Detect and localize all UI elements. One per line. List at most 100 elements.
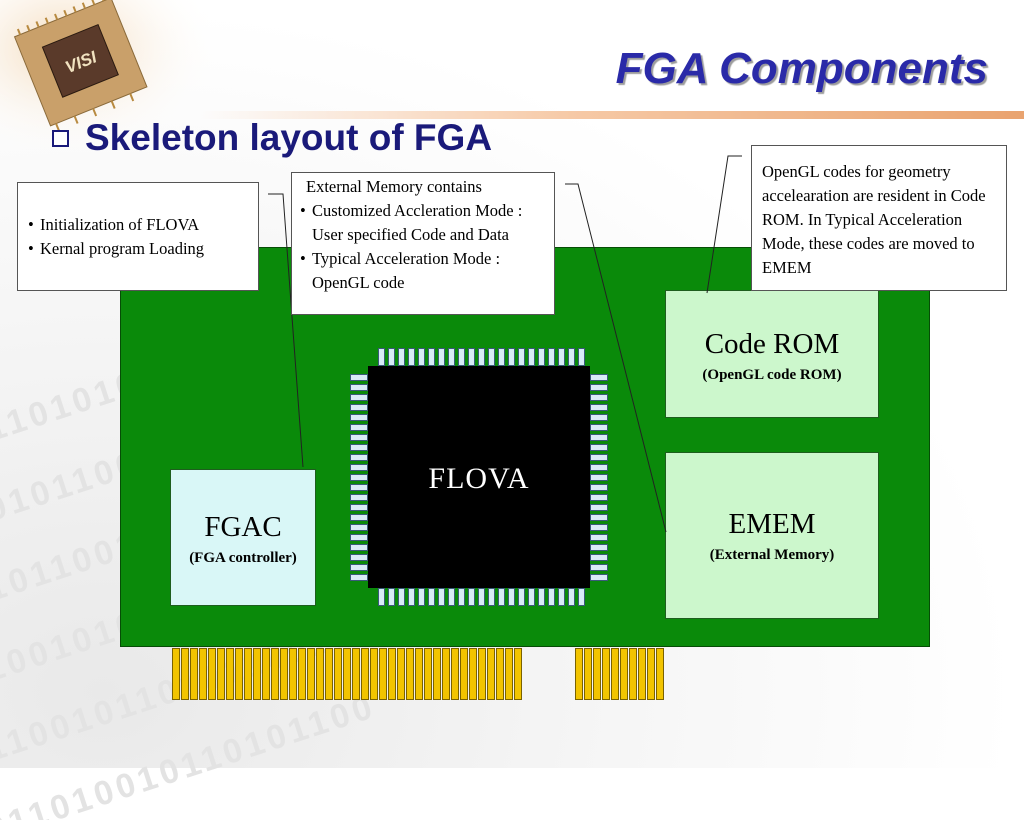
rom-callout: OpenGL codes for geometry accelearation …	[751, 145, 1007, 291]
connector-pin	[647, 648, 655, 700]
chip-lead	[590, 464, 608, 471]
connector-pin	[262, 648, 270, 700]
connector-pin	[433, 648, 441, 700]
emem-callout: External Memory contains Customized Accl…	[291, 172, 555, 315]
connector-pin	[406, 648, 414, 700]
connector-pin	[424, 648, 432, 700]
connector-pin	[620, 648, 628, 700]
connector-pin	[584, 648, 592, 700]
connector-pin	[388, 648, 396, 700]
chip-lead	[508, 348, 515, 366]
connector-pin	[190, 648, 198, 700]
emem-label: EMEM	[728, 508, 816, 540]
chip-lead	[590, 554, 608, 561]
chip-lead	[438, 348, 445, 366]
chip-lead	[378, 348, 385, 366]
chip-lead	[468, 348, 475, 366]
connector-pin	[397, 648, 405, 700]
chip-lead	[548, 588, 555, 606]
connector-pin	[280, 648, 288, 700]
connector-pin	[343, 648, 351, 700]
chip-lead	[408, 588, 415, 606]
connector-pin	[307, 648, 315, 700]
chip-lead	[350, 514, 368, 521]
chip-lead	[590, 394, 608, 401]
fgac-label: FGAC	[204, 511, 282, 543]
chip-lead	[350, 454, 368, 461]
chip-lead	[468, 588, 475, 606]
vlsi-chip-logo: VISI	[0, 0, 220, 160]
chip-lead	[378, 588, 385, 606]
chip-lead	[590, 574, 608, 581]
chip-lead	[590, 494, 608, 501]
connector-pin	[289, 648, 297, 700]
chip-lead	[438, 588, 445, 606]
edge-connector-left	[172, 648, 523, 700]
chip-lead	[388, 348, 395, 366]
chip-lead	[590, 474, 608, 481]
fgac-callout-list: Initialization of FLOVA Kernal program L…	[28, 213, 250, 261]
chip-lead	[528, 348, 535, 366]
chip-lead	[590, 404, 608, 411]
connector-pin	[478, 648, 486, 700]
code-rom-label: Code ROM	[704, 328, 840, 360]
chip-lead	[558, 348, 565, 366]
chip-lead	[518, 348, 525, 366]
chip-lead	[350, 394, 368, 401]
square-bullet-icon	[52, 129, 69, 147]
chip-lead	[590, 544, 608, 551]
chip-lead	[350, 524, 368, 531]
chip-lead	[538, 348, 545, 366]
connector-pin	[611, 648, 619, 700]
chip-lead	[350, 564, 368, 571]
flova-chip-package: FLOVA	[350, 348, 610, 608]
chip-lead	[578, 588, 585, 606]
chip-lead	[478, 348, 485, 366]
subtitle-text: Skeleton layout of FGA	[85, 117, 493, 158]
connector-pin	[379, 648, 387, 700]
connector-pin	[226, 648, 234, 700]
chip-lead	[590, 564, 608, 571]
code-rom-sublabel: (OpenGL code ROM)	[702, 366, 842, 383]
connector-pin	[370, 648, 378, 700]
chip-lead	[590, 374, 608, 381]
code-rom-block: Code ROM (OpenGL code ROM)	[665, 290, 879, 418]
chip-lead	[498, 348, 505, 366]
chip-lead	[350, 384, 368, 391]
chip-lead	[350, 414, 368, 421]
slide-subtitle: Skeleton layout of FGA	[52, 117, 492, 159]
connector-pin	[514, 648, 522, 700]
chip-lead	[350, 574, 368, 581]
connector-pin	[208, 648, 216, 700]
chip-lead	[590, 454, 608, 461]
chip-lead	[418, 348, 425, 366]
connector-pin	[469, 648, 477, 700]
list-item: Customized Accleration Mode : User speci…	[300, 199, 546, 247]
connector-pin	[442, 648, 450, 700]
chip-lead	[488, 588, 495, 606]
emem-callout-heading: External Memory contains	[306, 177, 482, 196]
chip-lead	[388, 588, 395, 606]
fgac-callout: Initialization of FLOVA Kernal program L…	[17, 182, 259, 291]
chip-lead	[590, 504, 608, 511]
chip-lead	[488, 348, 495, 366]
chip-lead	[590, 384, 608, 391]
chip-lead	[398, 588, 405, 606]
connector-pin	[217, 648, 225, 700]
connector-pin	[415, 648, 423, 700]
chip-lead	[508, 588, 515, 606]
flova-label: FLOVA	[428, 462, 530, 495]
emem-callout-list: Customized Accleration Mode : User speci…	[300, 199, 546, 295]
chip-lead	[578, 348, 585, 366]
connector-pin	[253, 648, 261, 700]
chip-lead	[558, 588, 565, 606]
connector-pin	[325, 648, 333, 700]
connector-pin	[575, 648, 583, 700]
chip-lead	[350, 504, 368, 511]
list-item: Typical Acceleration Mode : OpenGL code	[300, 247, 546, 295]
chip-lead	[428, 588, 435, 606]
list-item: Kernal program Loading	[28, 237, 250, 261]
chip-lead	[350, 404, 368, 411]
connector-pin	[361, 648, 369, 700]
chip-lead	[590, 444, 608, 451]
